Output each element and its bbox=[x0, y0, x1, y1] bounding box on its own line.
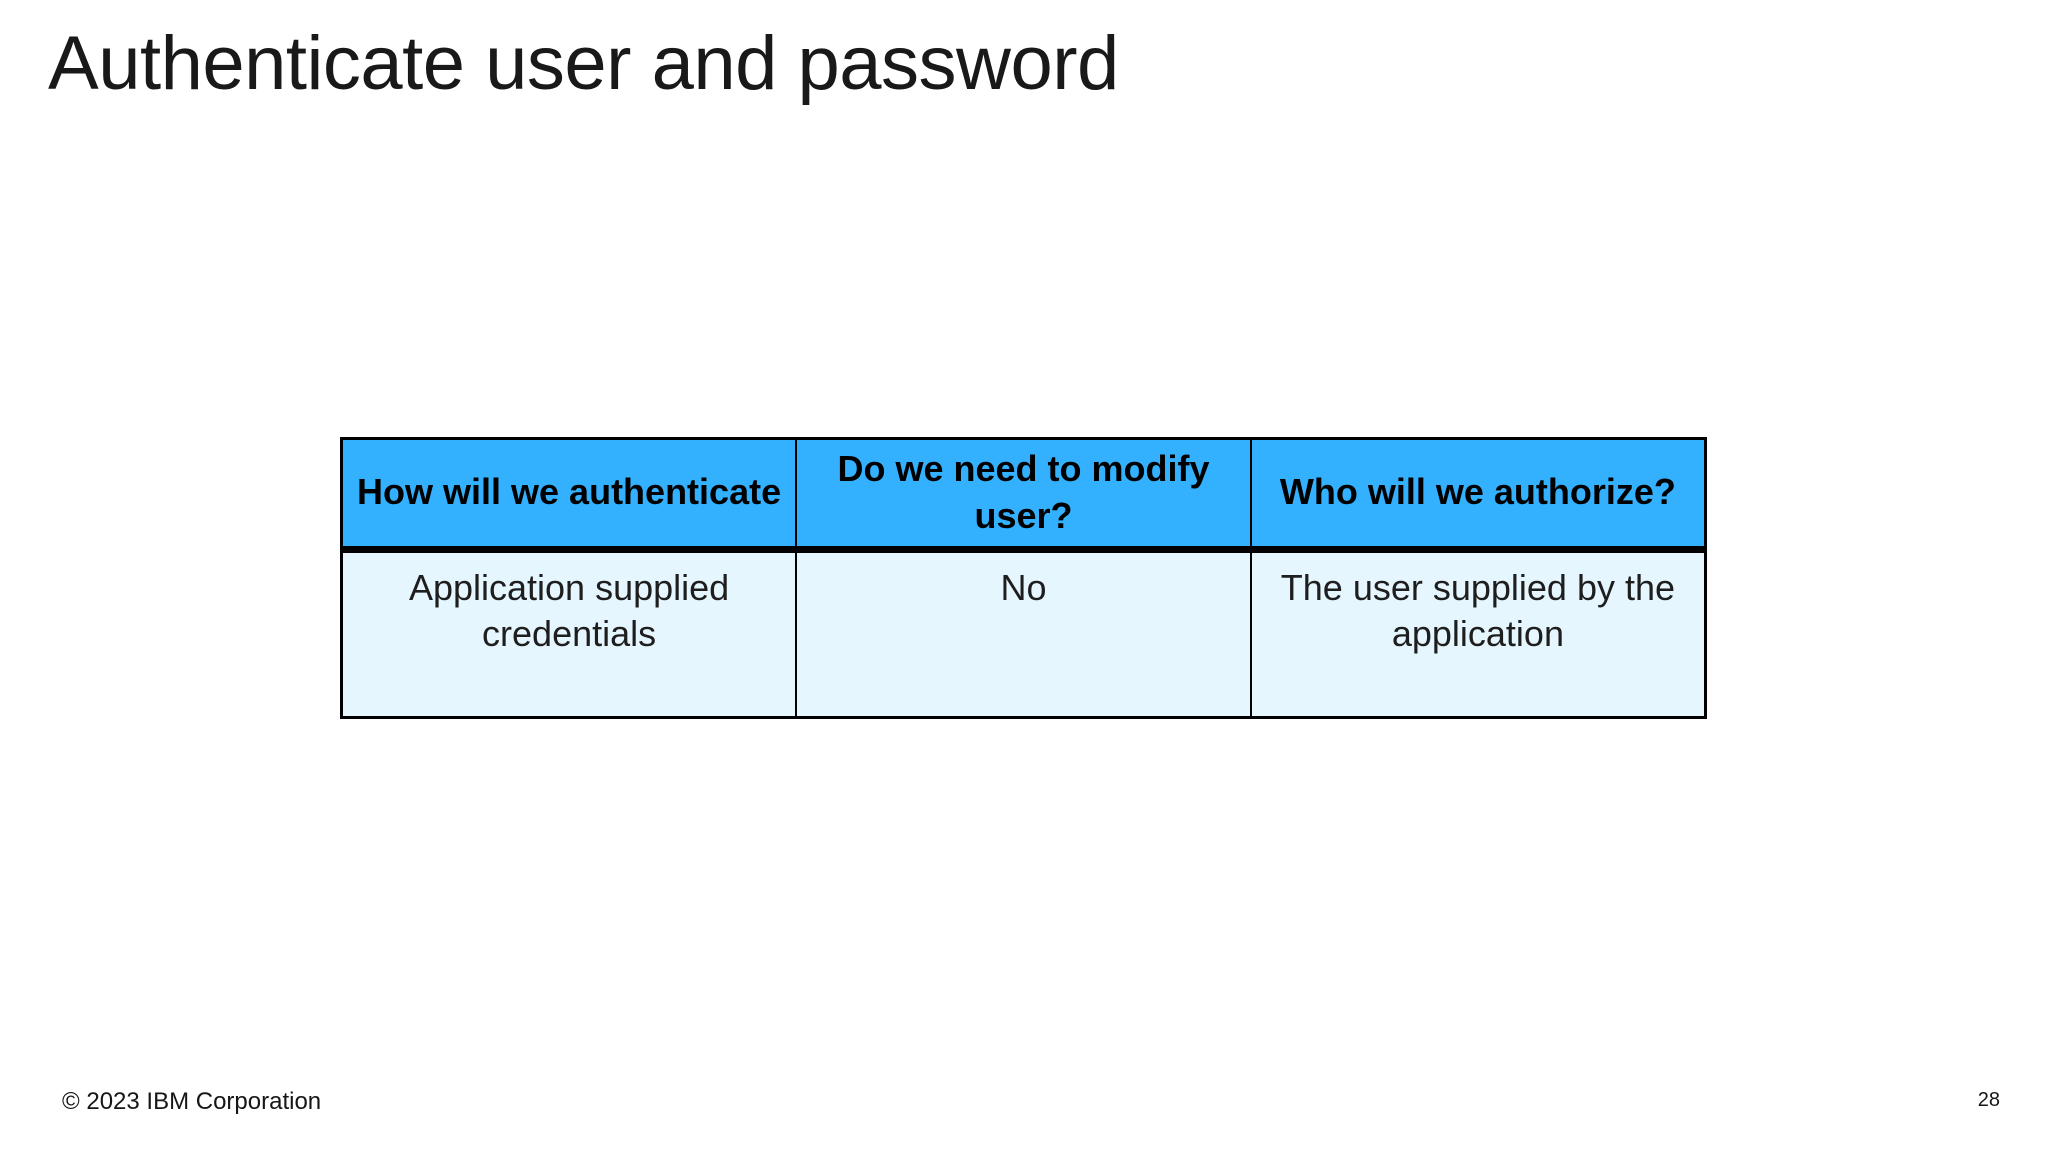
table-header-modify-user: Do we need to modify user? bbox=[795, 437, 1252, 553]
slide-title: Authenticate user and password bbox=[48, 21, 1119, 106]
table-row: Application supplied credentials No The … bbox=[340, 548, 1707, 719]
copyright-text: © 2023 IBM Corporation bbox=[62, 1088, 322, 1115]
table-header-who-authorize: Who will we authorize? bbox=[1249, 437, 1707, 553]
table-cell-authorized-user: The user supplied by the application bbox=[1249, 548, 1707, 719]
table-header-row: How will we authenticate Do we need to m… bbox=[340, 437, 1707, 553]
page-number: 28 bbox=[1977, 1089, 2000, 1111]
table-cell-authenticate-method: Application supplied credentials bbox=[340, 548, 798, 719]
table-header-how-authenticate: How will we authenticate bbox=[340, 437, 798, 553]
table-cell-modify-user: No bbox=[795, 548, 1252, 719]
table-body: Application supplied credentials No The … bbox=[340, 548, 1707, 719]
authentication-table: How will we authenticate Do we need to m… bbox=[340, 437, 1707, 719]
